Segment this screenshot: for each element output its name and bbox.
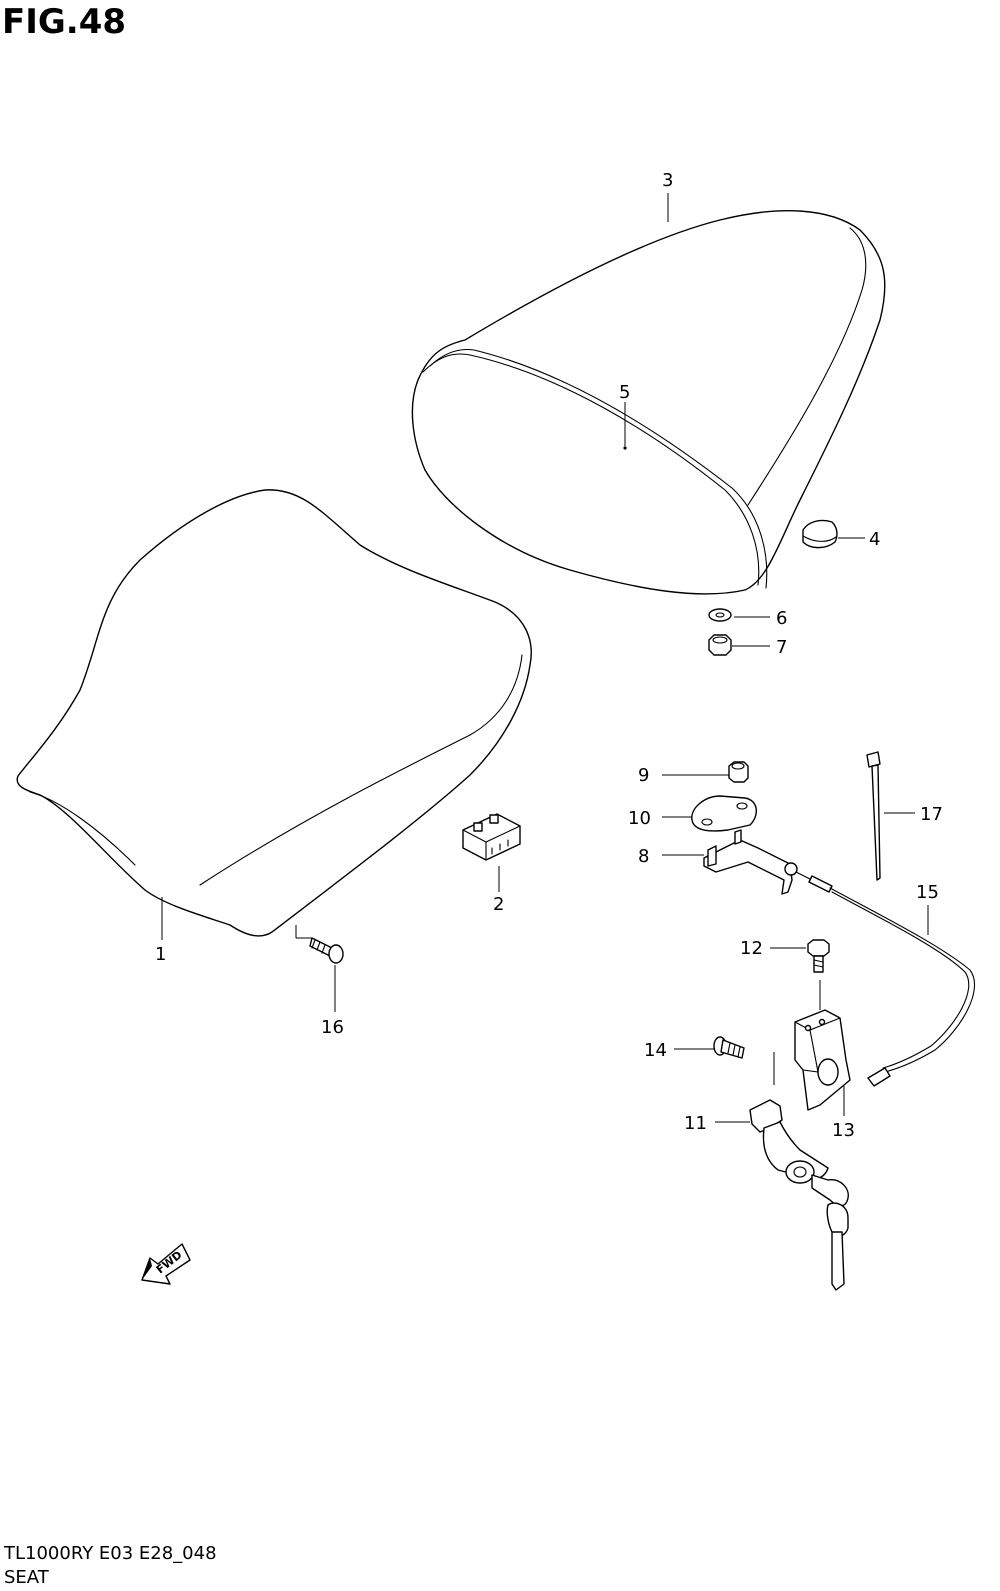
lock-plate	[691, 795, 757, 832]
front-seat	[16, 489, 532, 937]
callout-6: 6	[776, 608, 787, 629]
callout-2: 2	[493, 894, 504, 915]
lock-holder	[794, 1009, 851, 1111]
section-name: SEAT	[4, 1567, 49, 1588]
washer	[708, 608, 732, 622]
cable-tie	[866, 751, 881, 881]
callout-14: 14	[644, 1040, 667, 1061]
figure-title: FIG.48	[2, 2, 127, 42]
seat-lock-and-key	[749, 1099, 849, 1291]
callout-17: 17	[920, 804, 943, 825]
callout-15: 15	[916, 882, 939, 903]
callout-11: 11	[684, 1113, 707, 1134]
callout-13: 13	[832, 1120, 855, 1141]
bolt-12	[807, 939, 830, 973]
callout-7: 7	[776, 637, 787, 658]
seat-lock-cable	[784, 862, 976, 1087]
callout-8: 8	[638, 846, 649, 867]
rubber-cushion	[802, 519, 838, 549]
connector-block	[462, 813, 521, 861]
bracket-nut	[728, 761, 749, 783]
callout-16: 16	[321, 1017, 344, 1038]
callout-4: 4	[869, 529, 880, 550]
lock-bracket	[703, 829, 793, 895]
screw-14	[713, 1036, 745, 1059]
model-code: TL1000RY E03 E28_048	[4, 1543, 217, 1564]
callout-1: 1	[155, 944, 166, 965]
callout-12: 12	[740, 938, 763, 959]
callout-3: 3	[662, 170, 673, 191]
callout-5: 5	[619, 382, 630, 403]
fwd-direction-arrow: FWD	[141, 1243, 191, 1285]
nut	[708, 634, 732, 656]
callout-9: 9	[638, 765, 649, 786]
seat-screw	[309, 937, 344, 964]
leader-lines	[161, 193, 929, 1123]
callout-10: 10	[628, 808, 651, 829]
callouts: 3 5 4 6 7 9 10 17 8 15 2 12 1 16 14 11 1…	[155, 170, 943, 1141]
